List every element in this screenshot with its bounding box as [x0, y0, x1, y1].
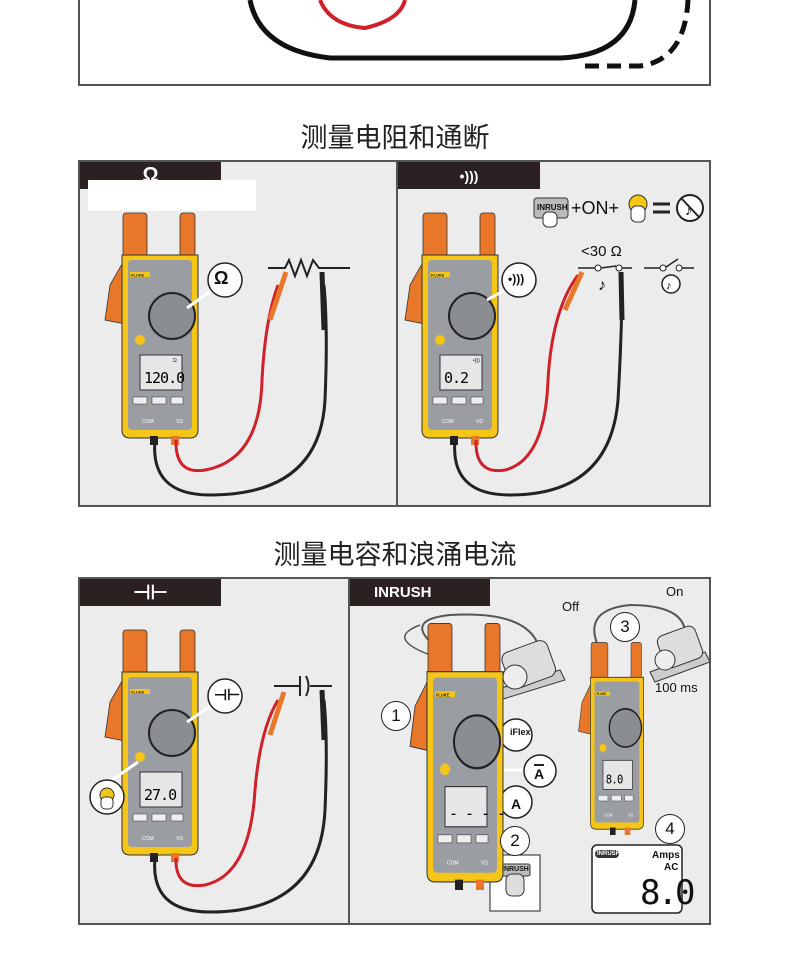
- callout-continuity: •))): [508, 272, 525, 286]
- display-mode: AC: [664, 862, 679, 873]
- lcd-reading: 8.0: [606, 772, 624, 787]
- continuity-threshold: <30 Ω: [581, 243, 622, 260]
- section-title-capacitance: 测量电容和浪涌电流: [273, 540, 517, 571]
- meter-face: [433, 677, 497, 873]
- meter-brand: FLUKE: [597, 692, 606, 696]
- svg-text:COM: COM: [142, 419, 154, 425]
- dc-amps-callout: A: [534, 764, 545, 782]
- callout-capacitance: ⊣⊢: [214, 687, 241, 704]
- step-3: 3: [610, 612, 640, 642]
- callout-resistance: Ω: [214, 268, 229, 288]
- meter-resistance: FLUKE Ω 120.0 COM VΩ: [100, 210, 200, 445]
- tab-capacitance: ⊣⊢: [80, 579, 221, 606]
- meter-face: [594, 681, 640, 823]
- svg-text:Ω: Ω: [173, 358, 177, 364]
- meter-brand: FLUKE: [431, 273, 445, 278]
- zero-button: [440, 763, 450, 776]
- com-jack: [455, 879, 463, 890]
- tab-continuity: •))): [398, 162, 540, 189]
- lcd-reading: 120.0: [144, 369, 185, 387]
- display-value: 8.0: [640, 873, 695, 913]
- tab-inrush: INRUSH: [350, 579, 490, 606]
- display-units: Amps: [652, 850, 680, 861]
- formula-on: +ON+: [571, 198, 620, 218]
- rotary-knob: [608, 708, 643, 748]
- rotary-knob: [148, 709, 196, 757]
- svg-text:COM: COM: [442, 419, 454, 425]
- lcd-display: [139, 771, 183, 808]
- zero-button: [135, 335, 145, 345]
- lcd-reading: 0.2: [444, 369, 468, 387]
- rotary-knob: [448, 292, 496, 340]
- svg-text:COM: COM: [142, 836, 154, 842]
- step-2: 2: [500, 826, 530, 856]
- inrush-duration: 100 ms: [655, 680, 698, 695]
- com-jack: [150, 853, 158, 862]
- svg-text:COM: COM: [447, 860, 459, 866]
- step-4: 4: [655, 814, 685, 844]
- section-title-resistance: 测量电阻和通断: [300, 123, 490, 154]
- lcd-display: [602, 759, 633, 790]
- svg-text:VΩ: VΩ: [176, 836, 183, 842]
- lcd-display: [439, 354, 483, 391]
- ac-amps-callout: A: [511, 796, 522, 812]
- meter-brand: FLUKE: [131, 273, 145, 278]
- step-1: 1: [381, 701, 411, 731]
- v-ohm-jack: [476, 879, 484, 890]
- svg-text:VΩ: VΩ: [176, 419, 183, 425]
- meter-inrush-large: FLUKE - - - - COM VΩ: [405, 620, 506, 890]
- blank-label-area: [88, 180, 256, 211]
- top-wires: [247, 0, 691, 69]
- rotary-knob: [148, 292, 196, 340]
- v-ohm-jack: [171, 853, 179, 862]
- inrush-key-icon: INRUSH: [537, 203, 568, 212]
- lcd-reading: - - - -: [449, 803, 505, 823]
- lcd-reading: 27.0: [144, 786, 177, 804]
- com-jack: [610, 827, 616, 835]
- rotary-knob: [453, 714, 501, 770]
- meter-brand: FLUKE: [131, 690, 145, 695]
- svg-text:♪: ♪: [685, 202, 692, 218]
- iflex-callout: iFlex: [510, 727, 531, 737]
- svg-text:VΩ: VΩ: [476, 419, 483, 425]
- svg-text:•))): •))): [473, 358, 480, 364]
- meter-continuity: FLUKE •))) 0.2 COM VΩ: [400, 210, 500, 445]
- meter-inrush-small: FLUKE 8.0 COM VΩ: [575, 640, 645, 835]
- display-badge-inrush: INRUSH: [597, 851, 621, 857]
- motor-on-label: On: [666, 584, 684, 599]
- meter-capacitance: FLUKE 27.0 COM VΩ: [100, 627, 200, 862]
- svg-text:♪: ♪: [666, 280, 672, 292]
- inrush-button-callout: INRUSH: [502, 866, 529, 873]
- v-ohm-jack: [624, 827, 631, 835]
- svg-text:VΩ: VΩ: [628, 814, 633, 818]
- svg-text:♪: ♪: [598, 277, 606, 294]
- zero-button: [135, 752, 145, 762]
- svg-text:COM: COM: [604, 814, 612, 818]
- zero-button: [599, 743, 607, 753]
- meter-brand: FLUKE: [436, 692, 449, 697]
- svg-text:VΩ: VΩ: [481, 860, 488, 866]
- lcd-display: [444, 786, 488, 828]
- zero-button: [435, 335, 445, 345]
- motor-off-label: Off: [562, 599, 580, 614]
- lcd-display: [139, 354, 183, 391]
